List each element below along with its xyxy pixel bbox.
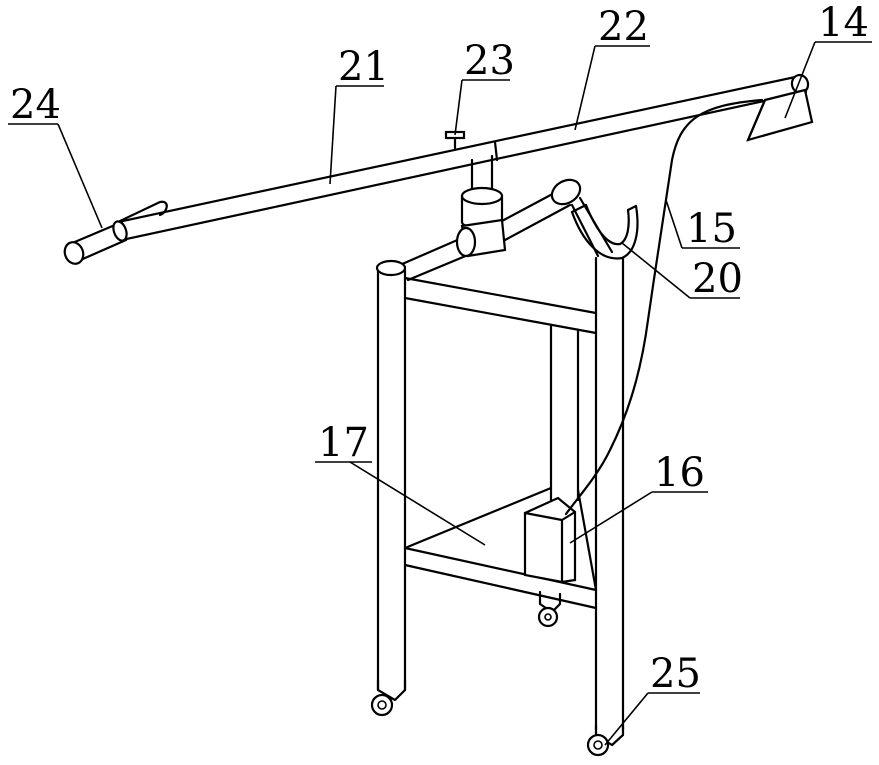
label-21: 21 xyxy=(338,44,389,90)
front-left-wheel xyxy=(370,693,394,717)
lamp-head xyxy=(746,88,814,142)
label-25: 25 xyxy=(650,651,701,697)
pivot-joint xyxy=(455,154,507,258)
label-22: 22 xyxy=(598,4,649,50)
rear-post xyxy=(549,323,580,502)
handle-end xyxy=(63,200,168,265)
front-right-post xyxy=(594,256,625,747)
cable xyxy=(564,98,764,516)
label-20: 20 xyxy=(692,256,743,302)
label-23: 23 xyxy=(464,38,515,84)
label-15: 15 xyxy=(686,206,737,252)
long-arm xyxy=(116,73,810,242)
label-16: 16 xyxy=(654,450,705,496)
label-24: 24 xyxy=(10,82,61,128)
label-17: 17 xyxy=(318,420,369,466)
leader-lines xyxy=(8,41,872,746)
rear-wheel xyxy=(537,590,562,628)
lower-shelf xyxy=(403,486,598,610)
reference-labels: 24 21 23 22 14 15 20 17 16 25 xyxy=(10,0,869,697)
control-box xyxy=(523,496,577,584)
label-14: 14 xyxy=(818,0,869,46)
front-right-wheel xyxy=(586,733,610,757)
u-holder xyxy=(570,203,639,260)
